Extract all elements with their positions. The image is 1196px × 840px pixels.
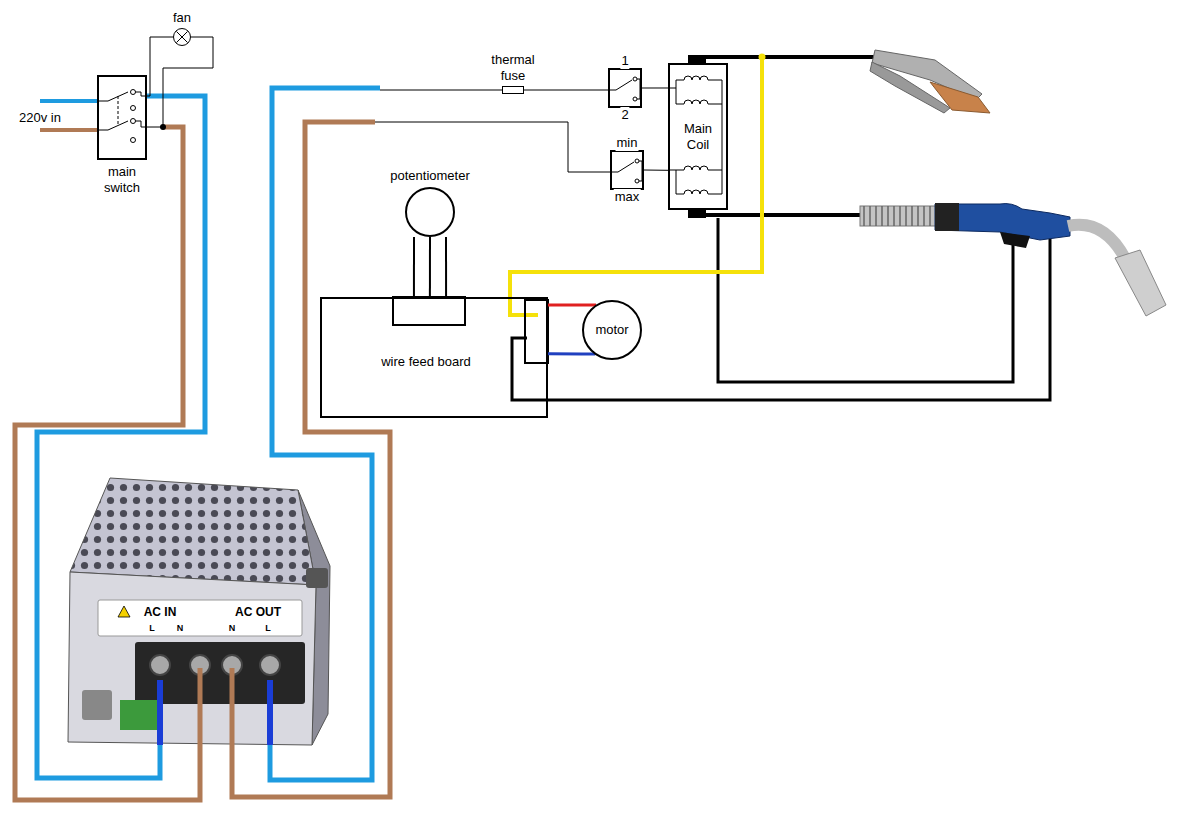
label-text: N [228,623,237,633]
wire [429,237,431,297]
potentiometer-symbol: potentiometer [405,187,455,237]
node-label: thermal fuse [482,52,544,84]
wire-feed-board: wire feed board [320,297,548,418]
node-label: 1 [620,53,629,69]
node-label: fan [172,10,192,26]
fan-symbol: fan [173,28,191,46]
wire [524,90,608,91]
wire [548,352,582,355]
label-text: AC OUT [234,605,282,619]
node-label: Main Coil [675,121,721,153]
label-text: AC IN [143,605,178,619]
label-text: 220v in [18,110,62,125]
switch-symbol [97,90,147,143]
fuse-symbol: thermal fuse [502,86,524,94]
mig-torch [860,203,1166,316]
selector-switch: minmax [610,150,644,190]
coil-windings [670,76,722,194]
node-label: min [616,135,639,151]
earth-clamp [870,50,990,113]
node-label: max [614,189,641,205]
node-label: motor [594,322,629,338]
switch-box: main switch [97,75,147,160]
node-label: potentiometer [389,168,471,184]
label-text: N [176,623,185,633]
label-text: L [264,623,272,633]
node-label: main switch [93,164,151,196]
mains-wires [15,88,610,800]
motor-symbol: motor [582,300,642,360]
label-text: L [148,623,156,633]
node-label: 2 [620,107,629,123]
wire [147,37,173,96]
selector-switch-symbols [608,77,644,183]
wire [147,37,213,127]
lamp-cross [174,29,190,45]
node-label: wire feed board [380,354,472,370]
wire [445,237,447,297]
wire [644,170,668,171]
wire [642,87,668,88]
wire [413,237,415,297]
main-coil: Main Coil [668,63,728,210]
selector-switch: 12 [608,68,642,108]
wire [548,303,582,306]
